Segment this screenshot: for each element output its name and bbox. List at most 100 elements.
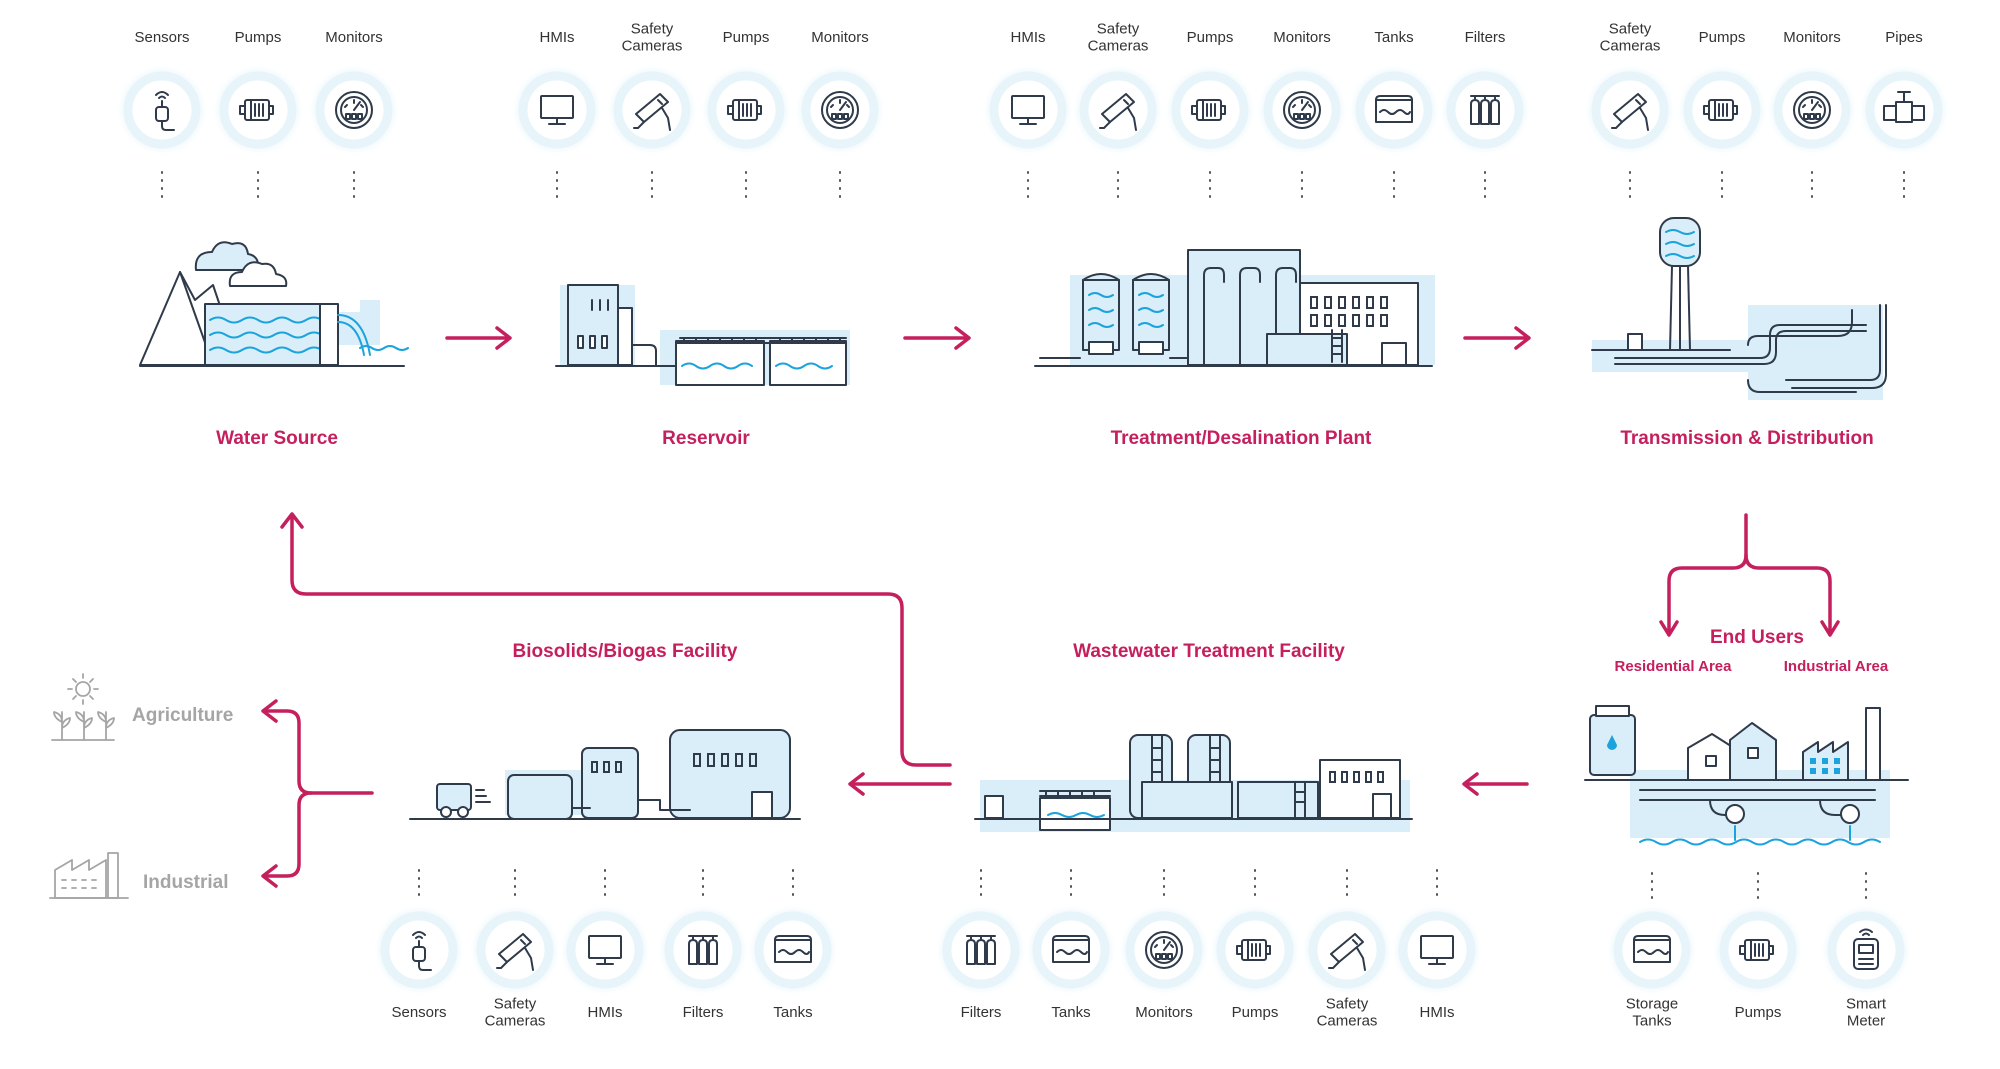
arrow-source-to-reservoir — [445, 326, 512, 350]
icon-badge — [1398, 911, 1476, 989]
device-pump: Pumps — [1216, 869, 1294, 1021]
device-filter: Filters — [942, 869, 1020, 1021]
hmi-icon — [1420, 935, 1454, 965]
device-label: Filters — [961, 1004, 1002, 1021]
arrow-biosolids-to-reuse — [261, 699, 374, 888]
camera-icon — [1099, 93, 1137, 131]
label-reservoir: Reservoir — [662, 428, 750, 449]
device-filter: Filters — [664, 869, 742, 1021]
device-label: Pumps — [235, 29, 282, 46]
camera-icon — [633, 93, 671, 131]
icon-badge — [613, 71, 691, 149]
label-end-users: End Users — [1710, 627, 1804, 648]
device-label: HMIs — [1420, 1004, 1455, 1021]
sensor-icon — [155, 91, 175, 131]
device-sensor: Sensors — [380, 869, 458, 1021]
device-pump: Pumps — [1719, 872, 1797, 1021]
transmission-illustration — [1591, 217, 1887, 400]
device-label: Pumps — [1187, 29, 1234, 46]
label-residential-area: Residential Area — [1615, 658, 1733, 675]
icon-badge — [518, 71, 596, 149]
arrow-treatment-to-transmission — [1463, 326, 1531, 350]
label-treatment-plant: Treatment/Desalination Plant — [1111, 428, 1372, 449]
label-agriculture: Agriculture — [132, 705, 233, 726]
reservoir-illustration — [555, 284, 850, 386]
camera-icon — [1611, 93, 1649, 131]
icon-badge — [989, 71, 1067, 149]
device-tank: Tanks — [1355, 29, 1433, 198]
sensor-icon — [412, 931, 432, 971]
icon-badge — [1308, 911, 1386, 989]
icon-badge — [1032, 911, 1110, 989]
filter-icon — [966, 935, 996, 965]
camera-icon — [1328, 933, 1366, 971]
label-industrial: Industrial — [143, 872, 229, 893]
label-biosolids-facility: Biosolids/Biogas Facility — [513, 641, 738, 662]
gauge-icon — [1283, 91, 1321, 129]
icon-badge — [1591, 71, 1669, 149]
device-label: Filters — [1465, 29, 1506, 46]
gauge-icon — [1145, 931, 1183, 969]
agriculture-icon — [51, 673, 115, 741]
device-label: Filters — [683, 1004, 724, 1021]
device-gauge: Monitors — [1263, 29, 1341, 198]
gauge-icon — [1793, 91, 1831, 129]
gauge-icon — [335, 91, 373, 129]
device-gauge: Monitors — [1773, 29, 1851, 198]
hmi-icon — [540, 95, 574, 125]
device-label: Tanks — [1051, 1004, 1090, 1021]
industrial-icon — [49, 852, 129, 899]
icon-badge — [754, 911, 832, 989]
icon-badge — [942, 911, 1020, 989]
device-label: Tanks — [1374, 29, 1413, 46]
pump-icon — [727, 99, 762, 121]
device-label: HMIs — [1011, 29, 1046, 46]
filter-icon — [688, 935, 718, 965]
device-label: Pumps — [1735, 1004, 1782, 1021]
icon-badge — [1613, 911, 1691, 989]
device-hmi: HMIs — [989, 29, 1067, 198]
gauge-icon — [821, 91, 859, 129]
device-gauge: Monitors — [315, 29, 393, 198]
device-label: Pumps — [723, 29, 770, 46]
pump-icon — [1739, 939, 1774, 961]
arrow-wastewater-to-biosolids — [848, 772, 952, 796]
device-gauge: Monitors — [801, 29, 879, 198]
device-pump: Pumps — [1171, 29, 1249, 198]
device-pump: Pumps — [707, 29, 785, 198]
device-pump: Pumps — [219, 29, 297, 198]
device-label: Pumps — [1699, 29, 1746, 46]
icon-badge — [123, 71, 201, 149]
treatment-plant-illustration — [1034, 249, 1435, 367]
device-tank: Tanks — [1032, 869, 1110, 1021]
biosolids-illustration — [409, 729, 801, 820]
device-label: Tanks — [773, 1004, 812, 1021]
label-water-source: Water Source — [216, 428, 338, 449]
device-hmi: HMIs — [1398, 869, 1476, 1021]
device-label: HMIs — [540, 29, 575, 46]
device-label: Monitors — [325, 29, 383, 46]
label-transmission: Transmission & Distribution — [1620, 428, 1873, 449]
device-label: Sensors — [391, 1004, 446, 1021]
pump-icon — [239, 99, 274, 121]
flow-arrows — [261, 326, 1840, 888]
tank-icon — [1052, 935, 1090, 963]
pipe-icon — [1883, 91, 1925, 123]
icon-badge — [380, 911, 458, 989]
device-label: Monitors — [1273, 29, 1331, 46]
device-label: Pumps — [1232, 1004, 1279, 1021]
label-industrial-area: Industrial Area — [1784, 658, 1889, 675]
pump-icon — [1703, 99, 1738, 121]
device-pipe: Pipes — [1865, 29, 1943, 198]
pump-icon — [1236, 939, 1271, 961]
device-label: Monitors — [1135, 1004, 1193, 1021]
icon-badge — [1079, 71, 1157, 149]
